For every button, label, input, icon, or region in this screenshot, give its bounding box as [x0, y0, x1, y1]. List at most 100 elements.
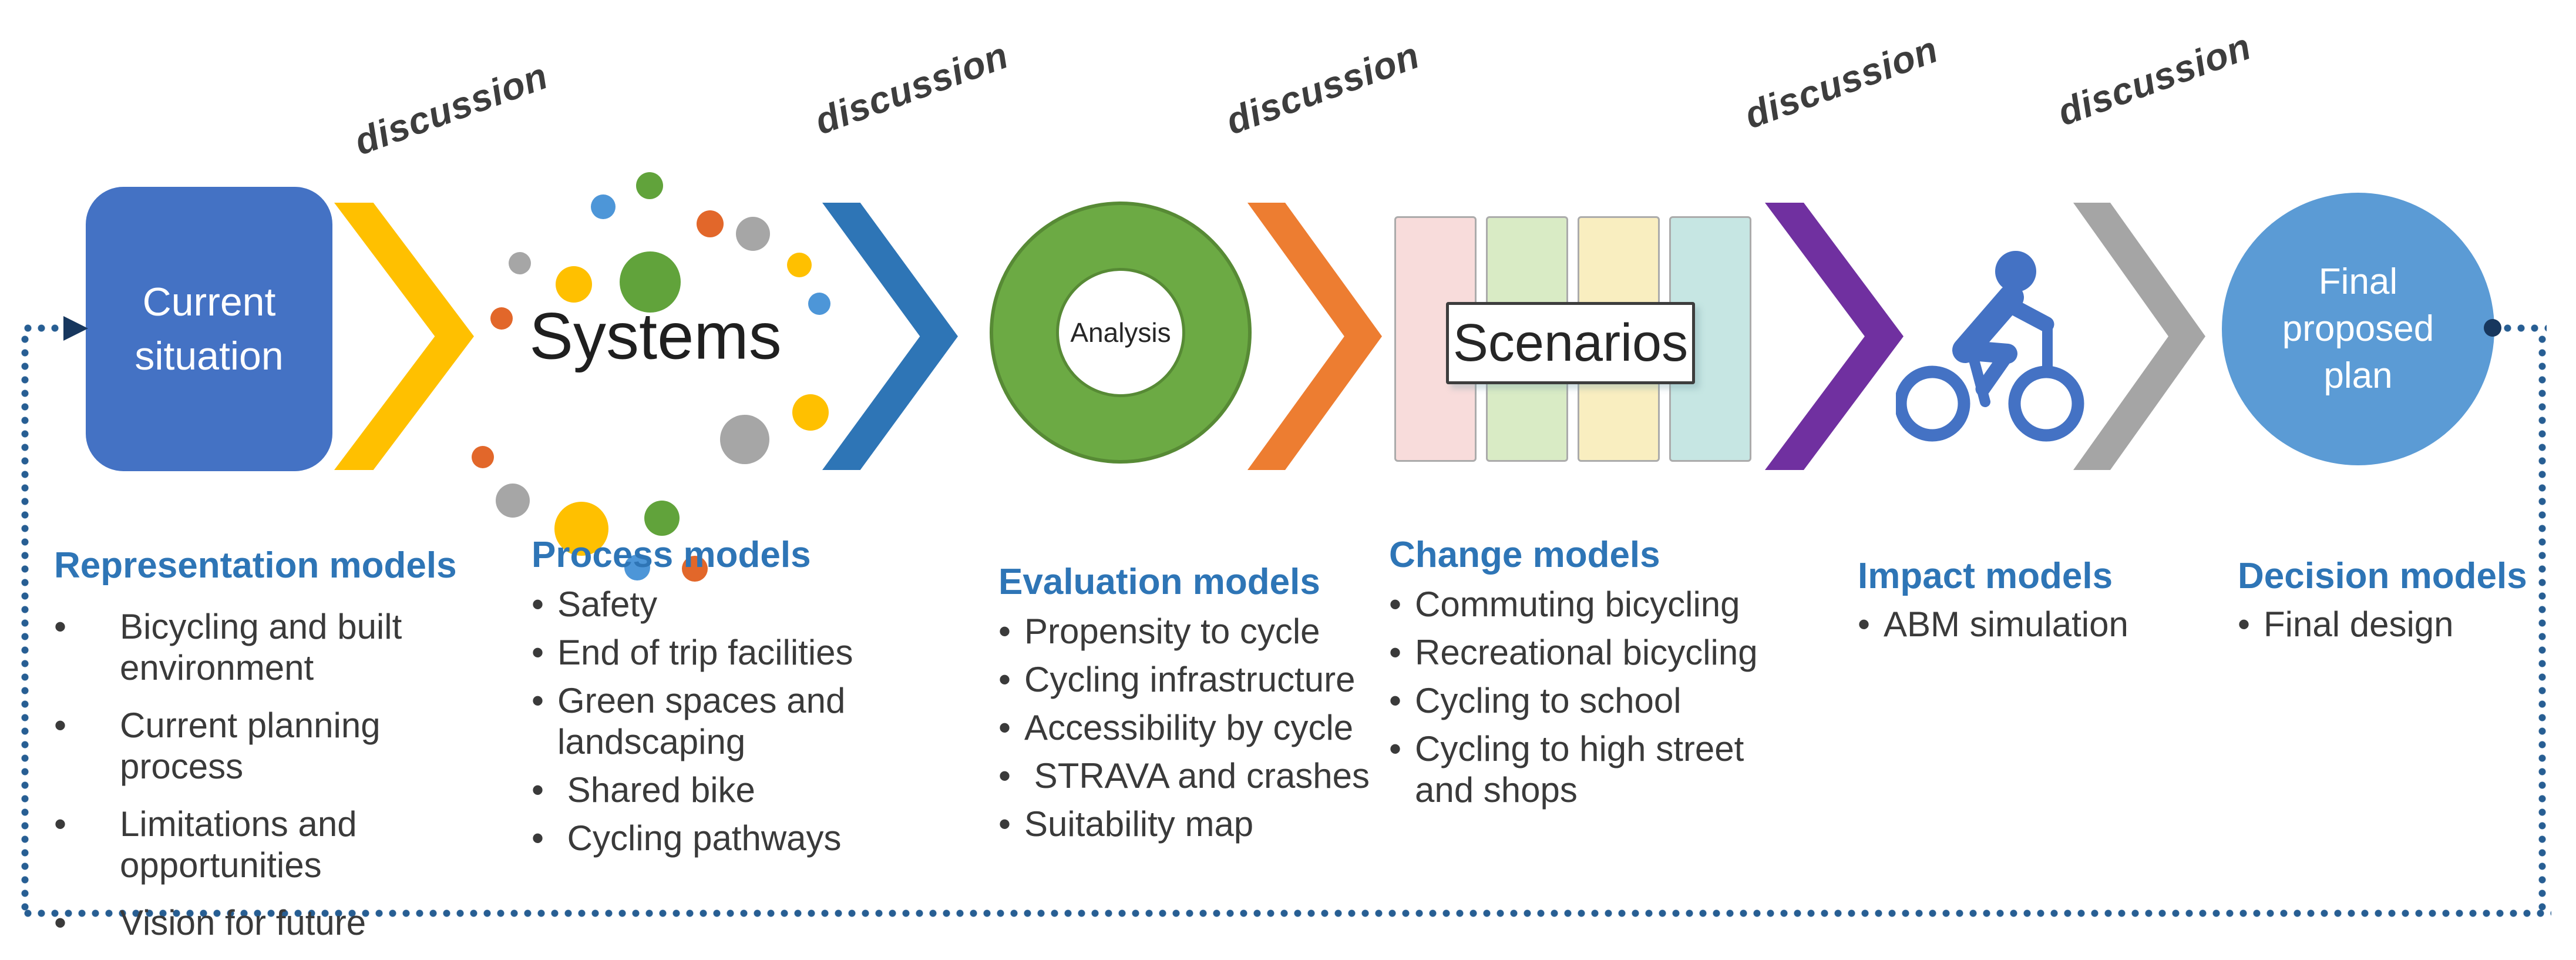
systems-dot-icon: [636, 172, 663, 199]
chevron-right-icon: [1247, 203, 1382, 470]
list-item: • ABM simulation: [1858, 604, 2175, 645]
list-item-text: Recreational bicycling: [1415, 633, 1758, 672]
bullet-icon: •: [532, 585, 544, 624]
bullet-icon: •: [532, 633, 544, 672]
bullet-icon: •: [1389, 681, 1402, 720]
list-item-text: Current planning process: [120, 706, 391, 786]
list-item: •Current planning process: [54, 705, 459, 787]
list-item: • Safety: [532, 584, 896, 625]
list-item-text: Cycling pathways: [557, 818, 842, 858]
systems-dot-icon: [787, 253, 812, 277]
column-items: •Propensity to cycle•Cycling infrastruct…: [998, 611, 1386, 845]
systems-dot-icon: [496, 484, 530, 518]
column-heading: Process models: [532, 535, 811, 575]
systems-dot-icon: [624, 555, 650, 580]
list-item: • Vision for future: [54, 902, 459, 944]
column-evaluation-models: Evaluation models •Propensity to cycle•C…: [998, 563, 1386, 852]
feedback-line-left-stub: [21, 324, 66, 332]
list-item-text: Cycling to school: [1415, 681, 1682, 720]
column-representation-models: Representation models • Bicycling and bui…: [54, 546, 459, 960]
bullet-icon: •: [1858, 605, 1871, 644]
cyclist-head: [1995, 251, 2036, 292]
bullet-icon: •: [532, 818, 544, 858]
systems-dot-icon: [556, 266, 592, 303]
list-item-text: Propensity to cycle: [1024, 612, 1320, 651]
list-item-text: Cycling infrastructure: [1024, 660, 1356, 699]
list-item: • End of trip facilities: [532, 632, 896, 673]
list-item-text: Commuting bicycling: [1415, 585, 1740, 624]
list-item-text: Bicycling and built environment: [120, 607, 412, 687]
chevron-right-icon: [334, 203, 474, 470]
discussion-label-1: discussion: [348, 54, 554, 163]
column-impact-models: Impact models • ABM simulation: [1858, 557, 2175, 651]
bullet-icon: •: [998, 612, 1011, 651]
list-item-text: ABM simulation: [1884, 605, 2128, 644]
chevron-right-icon: [822, 203, 958, 470]
bullet-icon: •: [1389, 633, 1402, 672]
column-heading: Representation models: [54, 545, 457, 586]
bullet-icon: •: [998, 804, 1011, 844]
list-item-text: Limitations and opportunities: [120, 804, 367, 885]
column-heading: Impact models: [1858, 556, 2113, 596]
list-item: • Accessibility by cycle: [998, 707, 1386, 748]
stage-analysis-label: Analysis: [1056, 268, 1185, 397]
list-item-text: STRAVA and crashes: [1024, 756, 1370, 795]
stage-scenarios-label: Scenarios: [1446, 302, 1695, 384]
column-heading: Decision models: [2238, 556, 2527, 596]
systems-dot-icon: [808, 293, 830, 315]
bullet-icon: •: [54, 607, 67, 646]
column-decision-models: Decision models •Final design: [2238, 557, 2531, 651]
bullet-icon: •: [2238, 605, 2251, 644]
chevron-right-icon: [1765, 203, 1904, 470]
column-heading: Evaluation models: [998, 562, 1320, 602]
feedback-line-bottom: [21, 909, 2551, 917]
systems-dot-icon: [490, 307, 513, 330]
systems-dot-icon: [792, 394, 829, 431]
stage-current-situation: Current situation: [86, 187, 332, 471]
list-item: • Recreational bicycling: [1389, 632, 1777, 673]
list-item-text: Accessibility by cycle: [1024, 708, 1354, 747]
column-process-models: Process models • Safety • End of trip facil…: [532, 536, 896, 866]
column-items: •Bicycling and built environment•Current…: [54, 606, 459, 944]
list-item-text: Safety: [557, 585, 658, 624]
feedback-connector-dot: [2484, 319, 2501, 337]
list-item-text: Vision for future: [120, 903, 366, 942]
systems-dot-icon: [509, 252, 531, 274]
list-item: •Cycling to high street and shops: [1389, 729, 1777, 811]
list-item-text: Suitability map: [1024, 804, 1254, 844]
systems-dot-icon: [697, 210, 724, 237]
systems-dot-icon: [591, 194, 616, 219]
cyclist-icon: [1896, 251, 2084, 442]
bullet-icon: •: [532, 681, 544, 720]
column-heading: Change models: [1389, 535, 1660, 575]
systems-dot-icon: [472, 446, 494, 468]
list-item: • Suitability map: [998, 804, 1386, 845]
list-item: • Commuting bicycling: [1389, 584, 1777, 625]
systems-dot-icon: [720, 415, 769, 464]
discussion-label-3: discussion: [1220, 33, 1425, 143]
list-item: • Propensity to cycle: [998, 611, 1386, 652]
list-item: • STRAVA and crashes: [998, 756, 1386, 797]
column-items: •Final design: [2238, 604, 2531, 645]
column-change-models: Change models • Commuting bicycling • Recre…: [1389, 536, 1777, 818]
feedback-line-left: [21, 333, 29, 915]
list-item: • Cycling pathways: [532, 818, 896, 859]
bullet-icon: •: [1389, 585, 1402, 624]
discussion-label-4: discussion: [1738, 28, 1944, 137]
list-item: • Bicycling and built environment: [54, 606, 459, 689]
systems-dot-icon: [644, 501, 680, 536]
systems-dot-icon: [736, 217, 770, 251]
stage-final-proposed-plan: Final proposed plan: [2222, 193, 2494, 465]
systems-dot-icon: [682, 556, 708, 582]
bullet-icon: •: [998, 708, 1011, 747]
bullet-icon: •: [1389, 729, 1402, 768]
chevron-right-icon: [2073, 203, 2205, 470]
list-item: •Final design: [2238, 604, 2531, 645]
list-item-text: Shared bike: [557, 770, 755, 810]
list-item: •Cycling infrastructure: [998, 659, 1386, 700]
bullet-icon: •: [54, 903, 67, 942]
list-item-text: Green spaces and landscaping: [557, 681, 855, 761]
list-item-text: End of trip facilities: [557, 633, 853, 672]
bullet-icon: •: [54, 804, 67, 844]
list-item: • Cycling to school: [1389, 680, 1777, 721]
